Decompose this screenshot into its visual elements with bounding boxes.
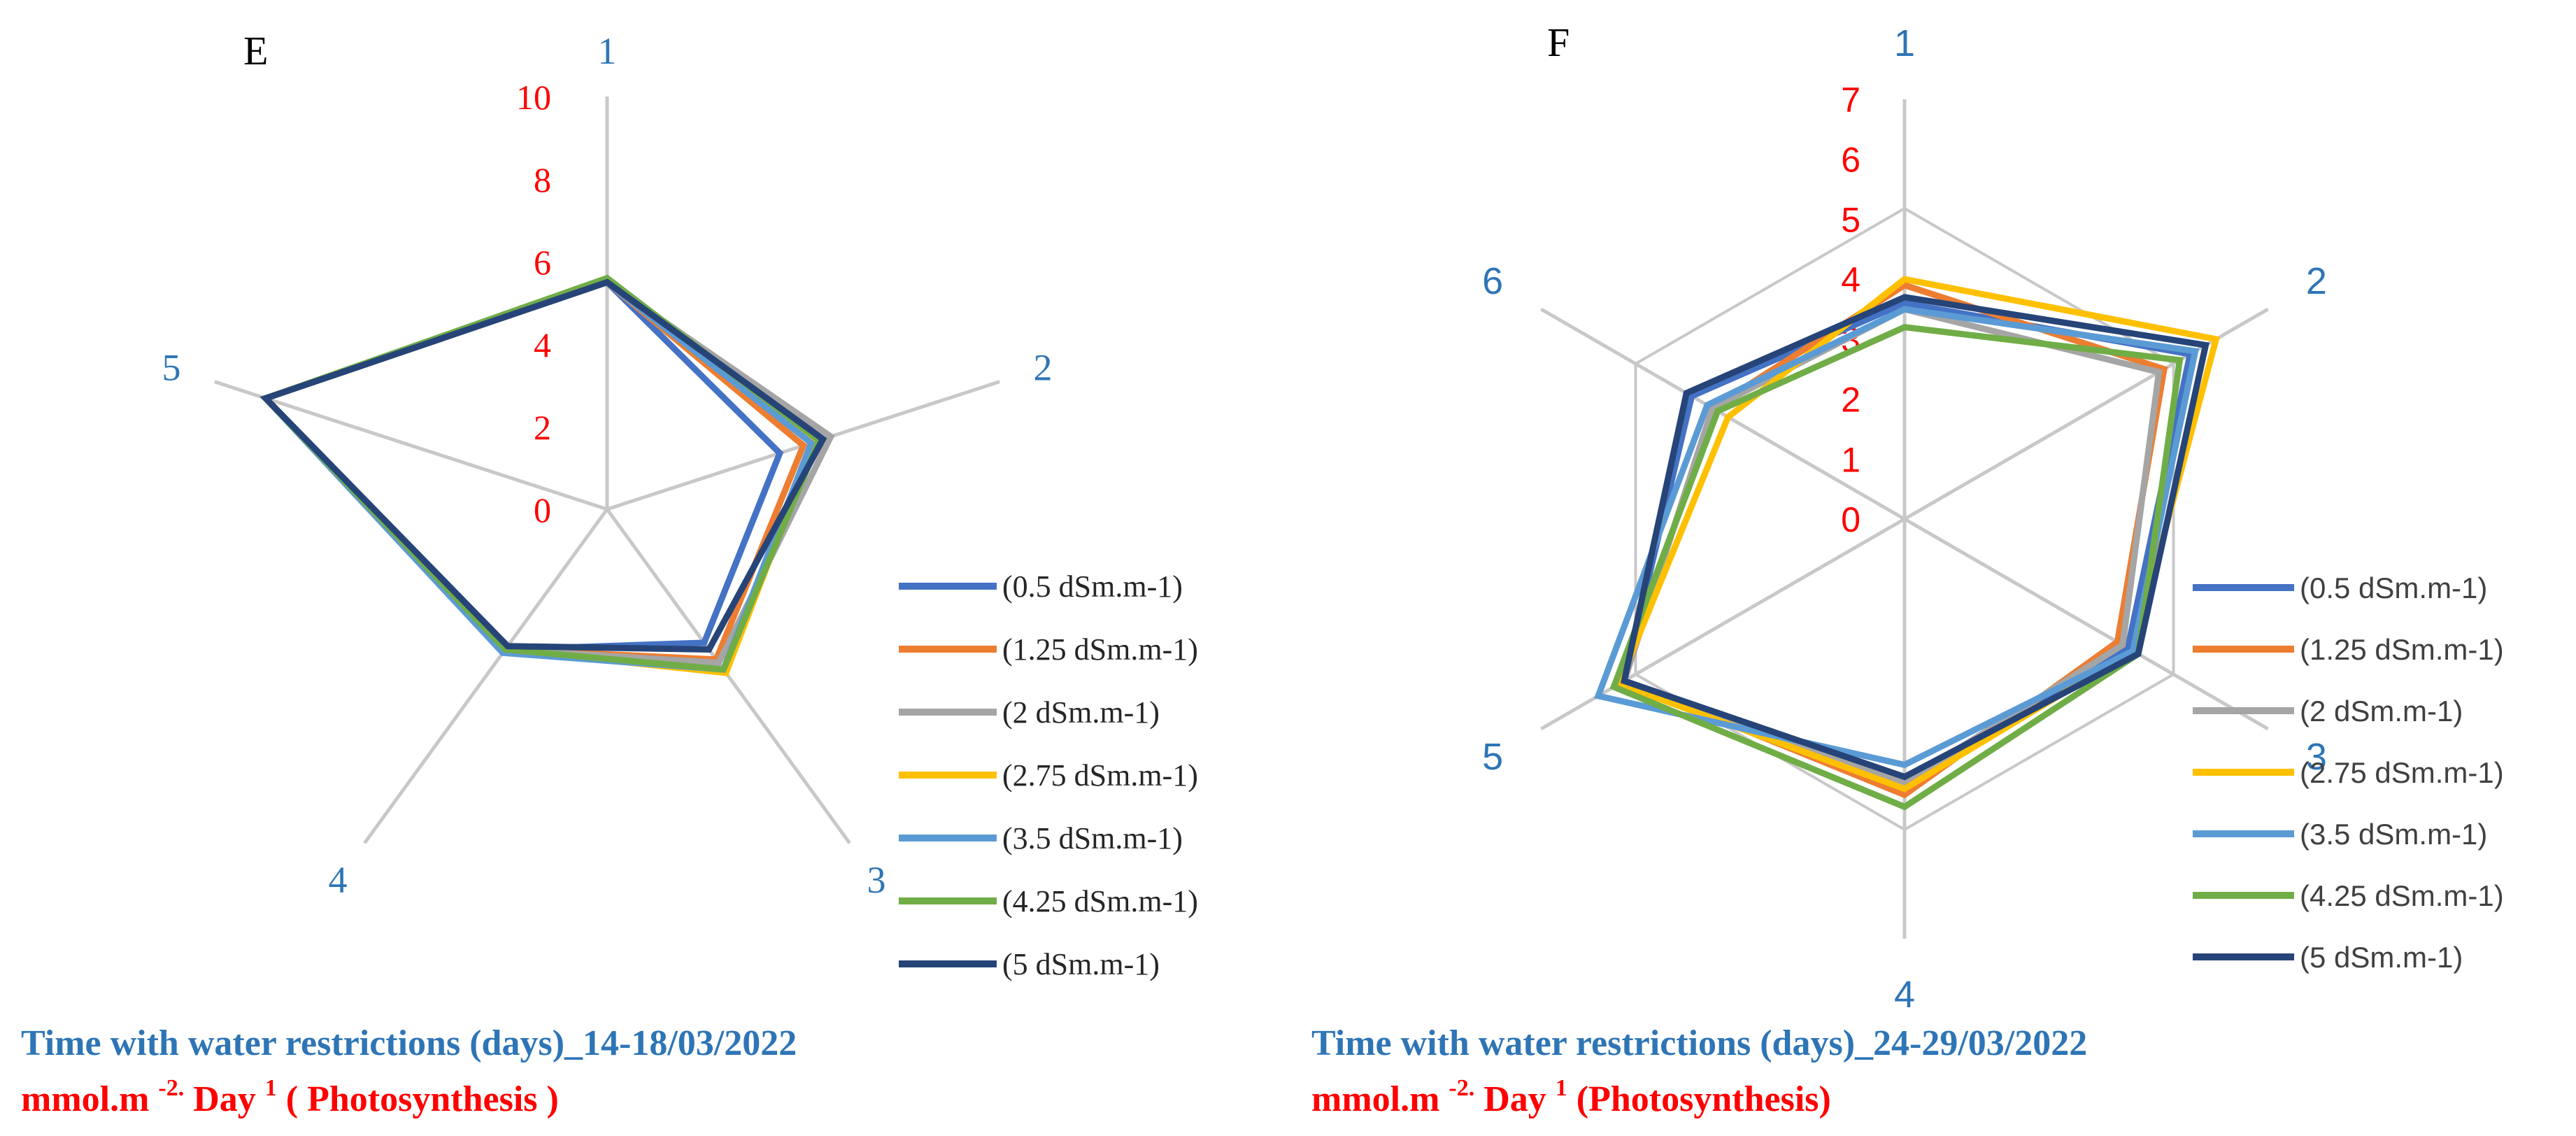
- legend-label: (5 dSm.m-1): [1002, 947, 1160, 981]
- caption-units-e-mid: Day: [184, 1079, 265, 1119]
- radial-tick-f: 2: [1841, 381, 1860, 420]
- legend-item-f-6: (4.25 dSm.m-1): [2193, 879, 2504, 912]
- caption-units-f-mid: Day: [1474, 1079, 1556, 1119]
- caption-title-e: Time with water restrictions (days)_14-1…: [21, 1023, 797, 1063]
- radial-ticks-e: 0 2 4 6 8 10: [516, 78, 551, 530]
- legend-label: (1.25 dSm.m-1): [2300, 633, 2504, 666]
- legend-item-f-1: (0.5 dSm.m-1): [2193, 571, 2487, 604]
- legend-item-e-6: (4.25 dSm.m-1): [899, 884, 1198, 918]
- caption-f: Time with water restrictions (days)_24-2…: [1311, 1023, 2087, 1119]
- legend-item-f-7: (5 dSm.m-1): [2193, 941, 2463, 974]
- series-lines-f: [1594, 276, 2220, 811]
- legend-item-f-5: (3.5 dSm.m-1): [2193, 818, 2487, 851]
- legend-label: (2.75 dSm.m-1): [2300, 756, 2504, 789]
- category-label-f: 4: [1894, 974, 1915, 1016]
- category-label-e: 3: [867, 859, 885, 901]
- panel-letter-f: F: [1547, 20, 1570, 65]
- radar-grid-e: [214, 97, 1000, 844]
- series-line-f-7: [1620, 294, 2209, 781]
- legend-label: (1.25 dSm.m-1): [1002, 632, 1198, 667]
- legend-f: (0.5 dSm.m-1) (1.25 dSm.m-1) (2 dSm.m-1) (2…: [2193, 571, 2504, 974]
- caption-units-f-sup2: 1: [1556, 1075, 1567, 1101]
- radial-tick-e: 2: [534, 408, 551, 447]
- caption-units-f: mmol.m -2. Day 1 (Photosynthesis): [1311, 1075, 1831, 1119]
- caption-units-f-post: (Photosynthesis): [1567, 1079, 1831, 1119]
- panel-letter-e: E: [243, 28, 268, 73]
- category-label-f: 5: [1482, 736, 1503, 778]
- series-lines-e: [259, 274, 835, 676]
- spoke-f-6: [1540, 307, 1906, 521]
- legend-label: (4.25 dSm.m-1): [1002, 884, 1198, 918]
- caption-title-f: Time with water restrictions (days)_24-2…: [1311, 1023, 2087, 1063]
- legend-label: (2 dSm.m-1): [1002, 695, 1160, 730]
- radial-tick-e: 0: [534, 490, 551, 530]
- series-line-f-4: [1614, 276, 2220, 793]
- radial-tick-f: 5: [1841, 200, 1860, 239]
- category-label-f: 2: [2306, 260, 2327, 302]
- radial-tick-e: 8: [534, 160, 551, 199]
- series-line-f-6: [1609, 324, 2184, 811]
- series-line-e-7: [259, 278, 827, 653]
- legend-item-f-2: (1.25 dSm.m-1): [2193, 633, 2504, 666]
- legend-label: (2.75 dSm.m-1): [1002, 758, 1198, 793]
- legend-item-e-5: (3.5 dSm.m-1): [899, 821, 1183, 855]
- legend-item-e-2: (1.25 dSm.m-1): [899, 632, 1198, 667]
- caption-units-f-sup1: -2.: [1449, 1075, 1474, 1101]
- spoke-e-5: [214, 380, 608, 511]
- category-label-f: 6: [1482, 260, 1503, 302]
- spoke-f-3: [1903, 517, 2269, 731]
- legend-item-f-3: (2 dSm.m-1): [2193, 695, 2463, 727]
- radial-tick-f: 1: [1841, 440, 1860, 479]
- radial-tick-e: 10: [516, 78, 551, 117]
- caption-units-e-post: ( Photosynthesis ): [277, 1079, 559, 1119]
- legend-item-e-4: (2.75 dSm.m-1): [899, 758, 1198, 793]
- legend-label: (4.25 dSm.m-1): [2300, 879, 2504, 912]
- caption-units-e-sup2: 1: [265, 1075, 277, 1101]
- category-label-f: 1: [1894, 22, 1915, 64]
- category-label-e: 4: [329, 859, 348, 901]
- radial-tick-f: 0: [1841, 500, 1860, 539]
- axis-labels-f: 1 2 3 4 5 6: [1482, 22, 2327, 1016]
- category-label-e: 1: [598, 30, 617, 72]
- grid-ring-f: [1634, 206, 2175, 832]
- legend-label: (2 dSm.m-1): [2300, 695, 2463, 727]
- radial-tick-f: 4: [1841, 260, 1860, 299]
- legend-label: (3.5 dSm.m-1): [1002, 821, 1183, 855]
- legend-label: (5 dSm.m-1): [2300, 941, 2463, 974]
- category-label-e: 5: [162, 347, 181, 389]
- category-label-e: 2: [1033, 347, 1052, 389]
- caption-units-e: mmol.m -2. Day 1 ( Photosynthesis ): [21, 1075, 559, 1119]
- series-line-f-3: [1620, 306, 2163, 787]
- spoke-e-3: [605, 508, 851, 844]
- legend-item-f-4: (2.75 dSm.m-1): [2193, 756, 2504, 789]
- legend-label: (0.5 dSm.m-1): [2300, 571, 2487, 604]
- spoke-e-4: [363, 508, 609, 844]
- radial-tick-e: 6: [534, 243, 551, 282]
- radial-tick-f: 6: [1841, 141, 1860, 180]
- caption-e: Time with water restrictions (days)_14-1…: [21, 1023, 797, 1119]
- legend-label: (3.5 dSm.m-1): [2300, 818, 2487, 851]
- caption-units-e-pre: mmol.m: [21, 1079, 158, 1119]
- series-line-f-5: [1594, 306, 2200, 769]
- legend-item-e-3: (2 dSm.m-1): [899, 695, 1160, 730]
- radial-tick-f: 7: [1841, 80, 1860, 120]
- series-line-e-1: [259, 278, 784, 653]
- legend-item-e-1: (0.5 dSm.m-1): [899, 569, 1183, 604]
- category-label-f: 3: [2306, 736, 2327, 778]
- caption-units-e-sup1: -2.: [158, 1075, 184, 1101]
- axis-labels-e: 1 2 3 4 5: [162, 30, 1053, 901]
- legend-item-e-7: (5 dSm.m-1): [899, 947, 1160, 981]
- legend-e: (0.5 dSm.m-1) (1.25 dSm.m-1) (2 dSm.m-1) (2…: [899, 569, 1198, 981]
- legend-label: (0.5 dSm.m-1): [1002, 569, 1183, 604]
- caption-units-f-pre: mmol.m: [1311, 1079, 1449, 1119]
- radial-tick-e: 4: [534, 325, 551, 364]
